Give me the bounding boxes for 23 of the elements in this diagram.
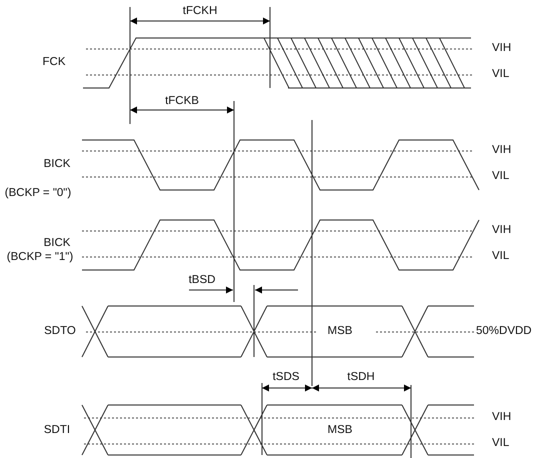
timing-label: tSDH: [347, 372, 375, 384]
timing-label: tFCKH: [182, 6, 218, 18]
data-label: MSB: [328, 326, 352, 338]
threshold-label: VIH: [492, 145, 512, 157]
threshold-label: VIL: [492, 171, 510, 183]
signal-label: FCK: [42, 57, 66, 69]
threshold-label: VIL: [492, 251, 510, 263]
signal-label: SDTO: [44, 326, 76, 338]
data-label: MSB: [328, 425, 352, 437]
signal-label: BICK: [44, 159, 70, 171]
timing-label: tFCKB: [165, 96, 199, 108]
threshold-label: VIH: [492, 412, 512, 424]
timing-label: tSDS: [272, 372, 300, 384]
threshold-label: VIH: [492, 43, 512, 55]
signal-label: (BCKP = "1"): [6, 252, 74, 264]
threshold-label: VIL: [492, 438, 510, 450]
threshold-label: 50%DVDD: [476, 326, 532, 338]
threshold-label: VIL: [492, 69, 510, 81]
timing-label: tBSD: [188, 275, 216, 287]
signal-label: BICK: [44, 238, 70, 250]
signal-label: SDTI: [44, 425, 70, 437]
threshold-label: VIH: [492, 225, 512, 237]
signal-label: (BCKP = "0"): [4, 188, 72, 200]
